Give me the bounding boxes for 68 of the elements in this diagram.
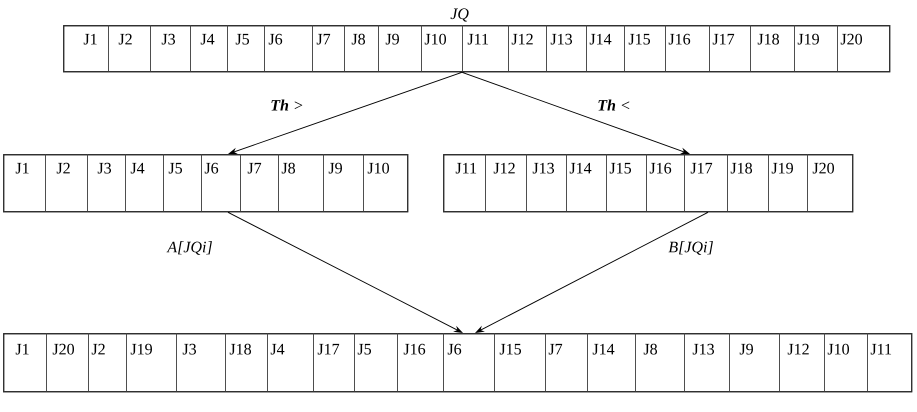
- array-cell: J19: [126, 333, 177, 392]
- array-cell: J19: [768, 154, 808, 212]
- array-cell: J5: [354, 333, 398, 392]
- array-cell: J8: [344, 25, 379, 72]
- array-cell: J12: [508, 25, 547, 72]
- array-cell: J2: [88, 333, 127, 392]
- array-cell: J15: [624, 25, 666, 72]
- array-cell: J1: [3, 154, 46, 212]
- array-cell: J13: [684, 333, 730, 392]
- array-cell: J3: [176, 333, 226, 392]
- array-cell: J17: [684, 154, 728, 212]
- array-cell: J14: [586, 25, 625, 72]
- array-cell: J2: [45, 154, 88, 212]
- array-cell: J5: [163, 154, 202, 212]
- array-box: [443, 154, 854, 212]
- array-cell: J7: [545, 333, 588, 392]
- array-cell: J9: [378, 25, 422, 72]
- edge-label: Th <: [596, 98, 632, 112]
- array-cell: J11: [462, 25, 509, 72]
- edge-label: B[JQi]: [667, 240, 715, 256]
- array-cell: J17: [709, 25, 751, 72]
- array-cell: J8: [635, 333, 685, 392]
- array-cell: J16: [665, 25, 710, 72]
- array-cell: J1: [63, 25, 109, 72]
- array-cell: J2: [108, 25, 151, 72]
- array-cell: J18: [750, 25, 795, 72]
- array-cell: J19: [794, 25, 838, 72]
- array-cell: J16: [397, 333, 444, 392]
- array-cell: J4: [190, 25, 228, 72]
- array-cell: J9: [729, 333, 780, 392]
- array-box: [3, 333, 912, 392]
- array-cell: J17: [313, 333, 355, 392]
- array-label: JQ: [450, 8, 469, 22]
- array-cell: J10: [363, 154, 408, 212]
- array-cell: J4: [125, 154, 164, 212]
- array-cell: J12: [485, 154, 527, 212]
- array-cell: J16: [646, 154, 685, 212]
- array-cell: J14: [566, 154, 607, 212]
- array-cell: J4: [267, 333, 314, 392]
- array-cell: J7: [312, 25, 345, 72]
- array-cell: J20: [807, 154, 853, 212]
- array-cell: J3: [150, 25, 191, 72]
- array-cell: J10: [421, 25, 463, 72]
- array-cell: J5: [227, 25, 265, 72]
- array-cell: J13: [546, 25, 587, 72]
- array-cell: J20: [46, 333, 89, 392]
- array-cell: J6: [443, 333, 495, 392]
- array-cell: J13: [526, 154, 567, 212]
- array-cell: J11: [443, 154, 486, 212]
- array-box: [3, 154, 408, 212]
- array-cell: J6: [201, 154, 241, 212]
- array-cell: J7: [240, 154, 279, 212]
- array-cell: J14: [587, 333, 636, 392]
- array-cell: J11: [867, 333, 912, 392]
- array-cell: J3: [87, 154, 126, 212]
- edge-label: Th >: [268, 98, 306, 112]
- array-cell: J18: [727, 154, 769, 212]
- array-cell: J12: [779, 333, 825, 392]
- array-cell: J1: [3, 333, 47, 392]
- array-cell: J18: [225, 333, 268, 392]
- edge-label: A[JQi]: [166, 240, 214, 256]
- array-cell: J6: [264, 25, 313, 72]
- array-cell: J15: [494, 333, 546, 392]
- array-cell: J8: [278, 154, 324, 212]
- array-cell: J10: [824, 333, 868, 392]
- array-cell: J15: [606, 154, 647, 212]
- array-cell: J9: [323, 154, 364, 212]
- array-cell: J20: [837, 25, 890, 72]
